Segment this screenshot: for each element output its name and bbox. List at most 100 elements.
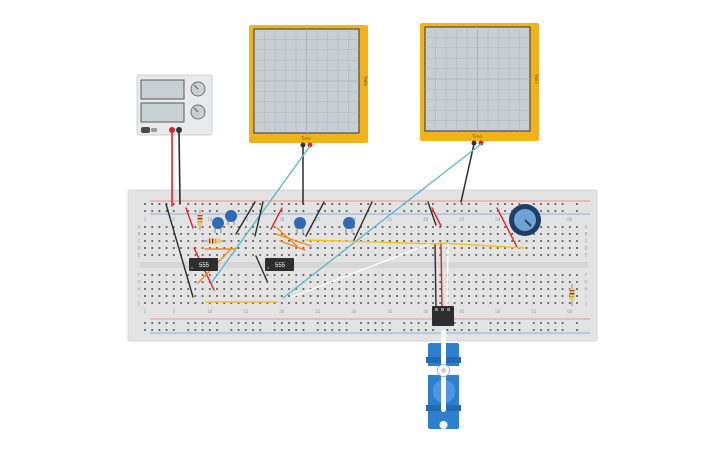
rail-hole[interactable] xyxy=(576,203,578,205)
terminal-hole[interactable] xyxy=(201,295,204,297)
terminal-hole[interactable] xyxy=(482,226,485,228)
rail-hole[interactable] xyxy=(194,203,197,205)
terminal-hole[interactable] xyxy=(561,233,564,235)
rail-hole[interactable] xyxy=(324,210,326,212)
positive-terminal[interactable] xyxy=(169,127,175,133)
terminal-hole[interactable] xyxy=(446,240,449,242)
terminal-hole[interactable] xyxy=(338,288,341,290)
terminal-hole[interactable] xyxy=(324,233,326,235)
output-button[interactable] xyxy=(151,128,157,132)
terminal-hole[interactable] xyxy=(230,274,233,276)
rail-hole[interactable] xyxy=(388,203,391,205)
rail-hole[interactable] xyxy=(360,203,362,205)
rail-hole[interactable] xyxy=(424,322,427,324)
terminal-hole[interactable] xyxy=(374,281,377,283)
terminal-hole[interactable] xyxy=(288,226,290,228)
rail-hole[interactable] xyxy=(460,210,463,212)
terminal-hole[interactable] xyxy=(259,240,262,242)
terminal-hole[interactable] xyxy=(561,288,564,290)
terminal-hole[interactable] xyxy=(158,233,161,235)
rail-hole[interactable] xyxy=(273,203,276,205)
rail-hole[interactable] xyxy=(388,210,391,212)
terminal-hole[interactable] xyxy=(511,288,514,290)
terminal-hole[interactable] xyxy=(396,302,398,304)
vcc-jumper-3[interactable] xyxy=(270,207,283,230)
terminal-hole[interactable] xyxy=(237,233,240,235)
terminal-hole[interactable] xyxy=(475,281,478,283)
terminal-hole[interactable] xyxy=(144,274,146,276)
terminal-hole[interactable] xyxy=(288,295,290,297)
rail-hole[interactable] xyxy=(338,210,341,212)
terminal-hole[interactable] xyxy=(338,274,341,276)
terminal-hole[interactable] xyxy=(374,247,377,249)
terminal-hole[interactable] xyxy=(158,302,161,304)
terminal-hole[interactable] xyxy=(223,247,226,249)
rail-hole[interactable] xyxy=(410,322,413,324)
terminal-hole[interactable] xyxy=(244,281,247,283)
terminal-hole[interactable] xyxy=(216,295,218,297)
terminal-hole[interactable] xyxy=(367,302,370,304)
capacitor-4[interactable] xyxy=(343,217,355,233)
terminal-hole[interactable] xyxy=(568,233,571,235)
terminal-hole[interactable] xyxy=(360,226,362,228)
terminal-hole[interactable] xyxy=(525,281,528,283)
rail-hole[interactable] xyxy=(158,329,161,331)
terminal-hole[interactable] xyxy=(381,274,384,276)
terminal-hole[interactable] xyxy=(482,233,485,235)
rail-hole[interactable] xyxy=(273,322,276,324)
terminal-hole[interactable] xyxy=(475,302,478,304)
terminal-hole[interactable] xyxy=(244,295,247,297)
rail-hole[interactable] xyxy=(554,329,557,331)
terminal-hole[interactable] xyxy=(216,302,218,304)
terminal-hole[interactable] xyxy=(489,295,492,297)
oscilloscope-1[interactable]: Time Volts xyxy=(249,25,368,148)
terminal-hole[interactable] xyxy=(223,295,226,297)
terminal-hole[interactable] xyxy=(532,281,535,283)
terminal-hole[interactable] xyxy=(208,274,211,276)
terminal-hole[interactable] xyxy=(504,281,506,283)
oscilloscope-1-negative-probe[interactable] xyxy=(300,142,306,148)
terminal-hole[interactable] xyxy=(504,254,506,256)
terminal-hole[interactable] xyxy=(201,274,204,276)
terminal-hole[interactable] xyxy=(144,247,146,249)
rail-hole[interactable] xyxy=(259,322,262,324)
terminal-hole[interactable] xyxy=(374,274,377,276)
scope-2-signal-wire[interactable] xyxy=(282,143,482,299)
rail-hole[interactable] xyxy=(252,329,254,331)
terminal-hole[interactable] xyxy=(201,302,204,304)
terminal-hole[interactable] xyxy=(266,281,269,283)
terminal-hole[interactable] xyxy=(180,288,182,290)
terminal-hole[interactable] xyxy=(302,254,305,256)
terminal-hole[interactable] xyxy=(403,254,406,256)
terminal-hole[interactable] xyxy=(302,288,305,290)
terminal-hole[interactable] xyxy=(165,233,168,235)
terminal-hole[interactable] xyxy=(194,281,197,283)
terminal-hole[interactable] xyxy=(151,247,154,249)
terminal-hole[interactable] xyxy=(266,247,269,249)
rail-hole[interactable] xyxy=(259,329,262,331)
terminal-hole[interactable] xyxy=(453,233,456,235)
terminal-hole[interactable] xyxy=(194,274,197,276)
terminal-hole[interactable] xyxy=(180,247,182,249)
terminal-hole[interactable] xyxy=(439,281,442,283)
rail-hole[interactable] xyxy=(374,203,377,205)
terminal-hole[interactable] xyxy=(345,288,348,290)
vcc-jumper-1[interactable] xyxy=(185,207,194,229)
terminal-hole[interactable] xyxy=(151,226,154,228)
terminal-hole[interactable] xyxy=(144,295,146,297)
rail-hole[interactable] xyxy=(547,322,550,324)
rail-hole[interactable] xyxy=(518,203,521,205)
rail-hole[interactable] xyxy=(504,329,506,331)
terminal-hole[interactable] xyxy=(187,240,190,242)
terminal-hole[interactable] xyxy=(352,281,355,283)
terminal-hole[interactable] xyxy=(288,233,290,235)
rail-hole[interactable] xyxy=(244,329,247,331)
terminal-hole[interactable] xyxy=(367,281,370,283)
terminal-hole[interactable] xyxy=(316,247,319,249)
terminal-hole[interactable] xyxy=(554,274,557,276)
terminal-hole[interactable] xyxy=(504,295,506,297)
terminal-hole[interactable] xyxy=(352,274,355,276)
terminal-hole[interactable] xyxy=(316,226,319,228)
terminal-hole[interactable] xyxy=(194,233,197,235)
